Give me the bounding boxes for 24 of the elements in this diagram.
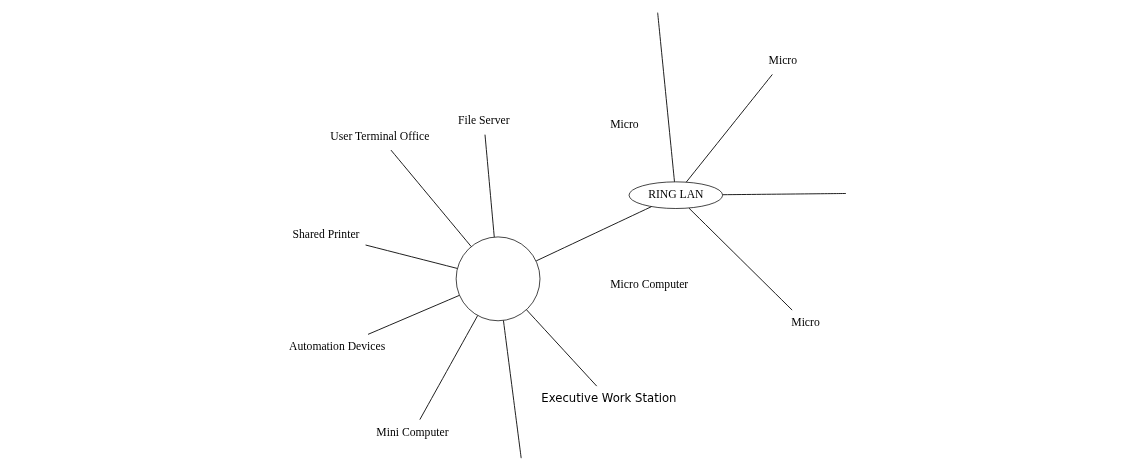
label: Micro	[609, 117, 639, 131]
node-text: Mini Computer	[375, 425, 449, 439]
connector	[502, 319, 522, 459]
node-text: Shared Printer	[291, 227, 359, 241]
node-text: User Terminal Office	[329, 129, 429, 143]
connector	[418, 314, 478, 420]
connector	[721, 192, 846, 195]
connector	[656, 11, 675, 182]
connector	[484, 133, 495, 237]
connector	[390, 149, 472, 247]
node-text: Micro	[790, 315, 820, 329]
node-text: File Server	[457, 113, 510, 127]
node-text: Automation Devices	[288, 339, 385, 353]
node-text: Executive Work Station	[540, 390, 676, 405]
connector	[535, 205, 652, 261]
node-text: Micro	[768, 53, 797, 67]
connector	[525, 308, 597, 387]
connector	[367, 294, 460, 335]
node-circle	[455, 236, 540, 321]
connector	[688, 207, 793, 310]
connector	[364, 244, 458, 269]
node-ellipse: RING LAN	[628, 181, 723, 209]
label: Micro Computer	[609, 277, 688, 291]
connector	[685, 73, 773, 183]
